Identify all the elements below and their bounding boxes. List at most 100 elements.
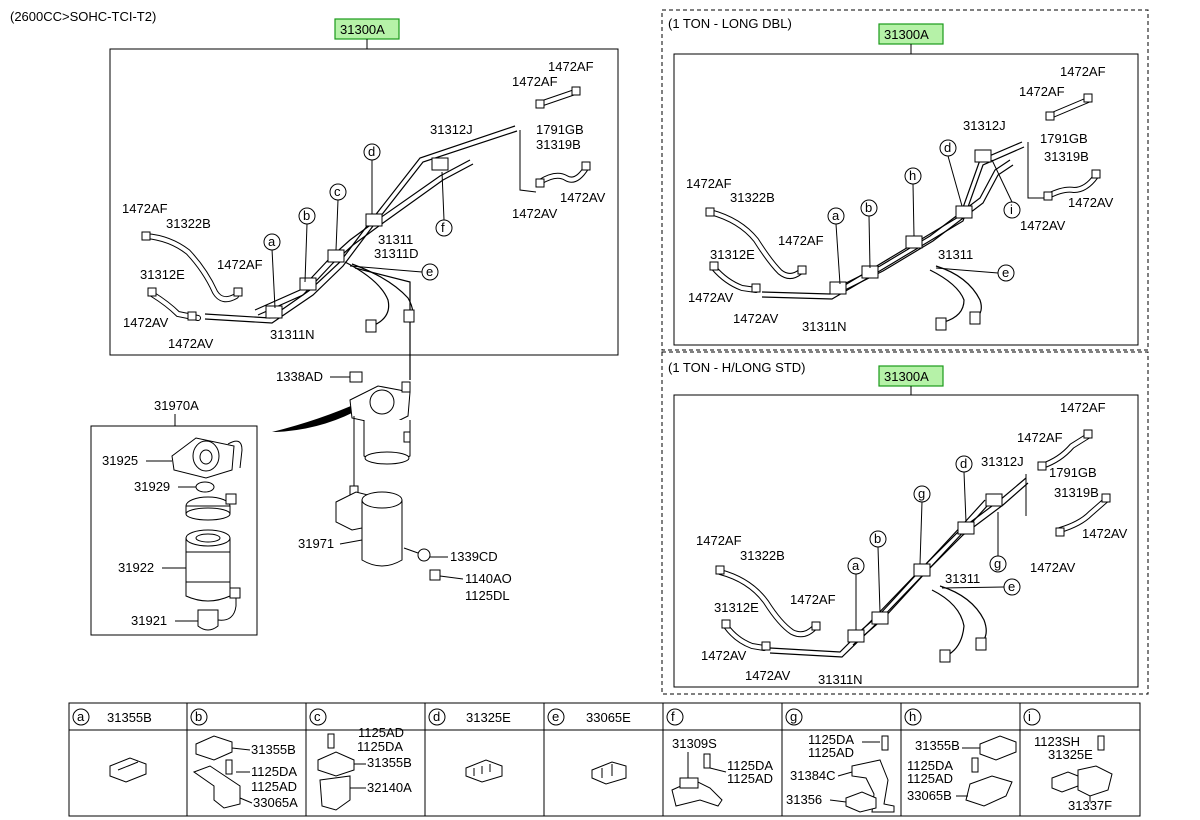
callout-e[interactable]: e — [935, 264, 1015, 282]
label-31311D[interactable]: 31311D — [374, 246, 419, 261]
label-31312E[interactable]: 31312E — [140, 267, 185, 282]
label-31311N[interactable]: 31311N — [270, 327, 315, 342]
callout-i[interactable]: i — [991, 159, 1021, 219]
label-31311[interactable]: 31311 — [378, 232, 413, 247]
legend-cell-d[interactable]: d 31325E — [428, 708, 511, 783]
label-1472AV[interactable]: 1472AV — [560, 190, 606, 205]
label-31312J[interactable]: 31312J — [430, 122, 473, 137]
callout-d[interactable]: d — [363, 143, 381, 214]
callout-a[interactable]: a — [263, 233, 281, 309]
label-1472AF[interactable]: 1472AF — [548, 59, 594, 74]
legend-part: 31355B — [367, 755, 412, 770]
label-31312J[interactable]: 31312J — [963, 118, 1006, 133]
label-1472AF[interactable]: 1472AF — [217, 257, 263, 272]
main-assembly-label[interactable]: 31300A — [340, 22, 385, 37]
legend-cell-i[interactable]: i 1123SH 31325E 31337F — [1023, 708, 1113, 813]
callout-b[interactable]: b — [860, 199, 878, 269]
label-31970A[interactable]: 31970A — [154, 398, 199, 413]
label-31311N[interactable]: 31311N — [802, 319, 847, 334]
callout-f[interactable]: f — [435, 171, 453, 237]
label-1472AV[interactable]: 1472AV — [512, 206, 558, 221]
label-1472AF[interactable]: 1472AF — [790, 592, 836, 607]
label-31922[interactable]: 31922 — [118, 560, 154, 575]
label-1472AV[interactable]: 1472AV — [733, 311, 779, 326]
label-31319B[interactable]: 31319B — [1054, 485, 1099, 500]
filter-cartridge[interactable] — [185, 537, 231, 602]
legend-cell-h[interactable]: h 31355B 1125DA 1125AD 33065B — [904, 708, 1017, 807]
hlong-std-assembly-label[interactable]: 31300A — [884, 369, 929, 384]
label-31929[interactable]: 31929 — [134, 479, 170, 494]
label-1472AF[interactable]: 1472AF — [778, 233, 824, 248]
label-1472AF[interactable]: 1472AF — [696, 533, 742, 548]
label-1472AF[interactable]: 1472AF — [686, 176, 732, 191]
engine-label: (2600CC>SOHC-TCI-T2) — [10, 9, 156, 24]
label-1472AV[interactable]: 1472AV — [1020, 218, 1066, 233]
legend-part: 1123SH — [1034, 734, 1080, 749]
svg-text:a: a — [268, 234, 276, 249]
callout-d[interactable]: d — [939, 139, 963, 207]
filter-housing[interactable] — [361, 499, 403, 567]
label-1791GB[interactable]: 1791GB — [536, 122, 584, 137]
label-1472AV[interactable]: 1472AV — [745, 668, 791, 683]
water-sensor[interactable] — [197, 609, 219, 631]
callout-c[interactable]: c — [329, 183, 347, 251]
label-31322B[interactable]: 31322B — [740, 548, 785, 563]
filter-o-ring[interactable] — [195, 481, 215, 493]
callout-g[interactable]: g — [913, 485, 931, 565]
label-1472AV[interactable]: 1472AV — [168, 336, 214, 351]
label-1472AV[interactable]: 1472AV — [1068, 195, 1114, 210]
long-dbl-assembly-label[interactable]: 31300A — [884, 27, 929, 42]
filter-frame — [90, 425, 258, 636]
label-1472AV[interactable]: 1472AV — [1082, 526, 1128, 541]
filter-section: 31970A 31925 31929 31922 31921 — [90, 369, 512, 636]
label-31319B[interactable]: 31319B — [536, 137, 581, 152]
label-31312J[interactable]: 31312J — [981, 454, 1024, 469]
callout-a[interactable]: a — [827, 207, 845, 285]
label-1125DL[interactable]: 1125DL — [465, 588, 510, 603]
callout-b[interactable]: b — [869, 530, 887, 613]
label-1791GB[interactable]: 1791GB — [1049, 465, 1097, 480]
label-31319B[interactable]: 31319B — [1044, 149, 1089, 164]
label-1339CD[interactable]: 1339CD — [450, 549, 498, 564]
label-31322B[interactable]: 31322B — [730, 190, 775, 205]
label-1338AD[interactable]: 1338AD — [276, 369, 323, 384]
callout-a[interactable]: a — [847, 557, 865, 630]
label-1472AF[interactable]: 1472AF — [1017, 430, 1063, 445]
callout-b[interactable]: b — [298, 207, 316, 283]
legend-cell-f[interactable]: f 31309S 1125DA 1125AD — [666, 708, 773, 807]
legend-cell-g[interactable]: g 1125DA 1125AD 31384C 31356 — [785, 708, 895, 813]
svg-text:b: b — [303, 208, 310, 223]
label-1472AV[interactable]: 1472AV — [701, 648, 747, 663]
callout-e[interactable]: e — [941, 578, 1021, 596]
label-31971[interactable]: 31971 — [298, 536, 334, 551]
legend-cell-b[interactable]: b 31355B 1125DA 1125AD 33065A — [190, 708, 298, 810]
label-31921[interactable]: 31921 — [131, 613, 167, 628]
label-1472AV[interactable]: 1472AV — [688, 290, 734, 305]
label-1472AF[interactable]: 1472AF — [1060, 64, 1106, 79]
callout-g[interactable]: g — [989, 512, 1007, 573]
legend-cell-e[interactable]: e 33065E — [547, 708, 631, 785]
callout-e[interactable]: e — [349, 263, 439, 281]
label-31311[interactable]: 31311 — [938, 247, 973, 262]
callout-d[interactable]: d — [955, 455, 973, 523]
callout-h[interactable]: h — [904, 167, 922, 237]
label-31311[interactable]: 31311 — [945, 571, 980, 586]
label-31322B[interactable]: 31322B — [166, 216, 211, 231]
label-1791GB[interactable]: 1791GB — [1040, 131, 1088, 146]
svg-text:i: i — [1010, 202, 1013, 217]
legend-cell-c[interactable]: c 1125AD 1125DA 31355B 32140A — [309, 708, 412, 811]
label-31312E[interactable]: 31312E — [714, 600, 759, 615]
legend-part: 31356 — [786, 792, 822, 807]
legend-table: a 31355B b 31355B 1125DA 1125AD 33065A c… — [68, 702, 1141, 817]
label-1472AV[interactable]: 1472AV — [1030, 560, 1076, 575]
label-31925[interactable]: 31925 — [102, 453, 138, 468]
label-31312E[interactable]: 31312E — [710, 247, 755, 262]
label-1472AV[interactable]: 1472AV — [123, 315, 169, 330]
label-1472AF[interactable]: 1472AF — [512, 74, 558, 89]
label-31311N[interactable]: 31311N — [818, 672, 863, 687]
label-1472AF[interactable]: 1472AF — [1060, 400, 1106, 415]
legend-cell-a[interactable]: a 31355B — [72, 708, 152, 783]
label-1140AO[interactable]: 1140AO — [465, 571, 512, 586]
label-1472AF[interactable]: 1472AF — [1019, 84, 1065, 99]
label-1472AF[interactable]: 1472AF — [122, 201, 168, 216]
